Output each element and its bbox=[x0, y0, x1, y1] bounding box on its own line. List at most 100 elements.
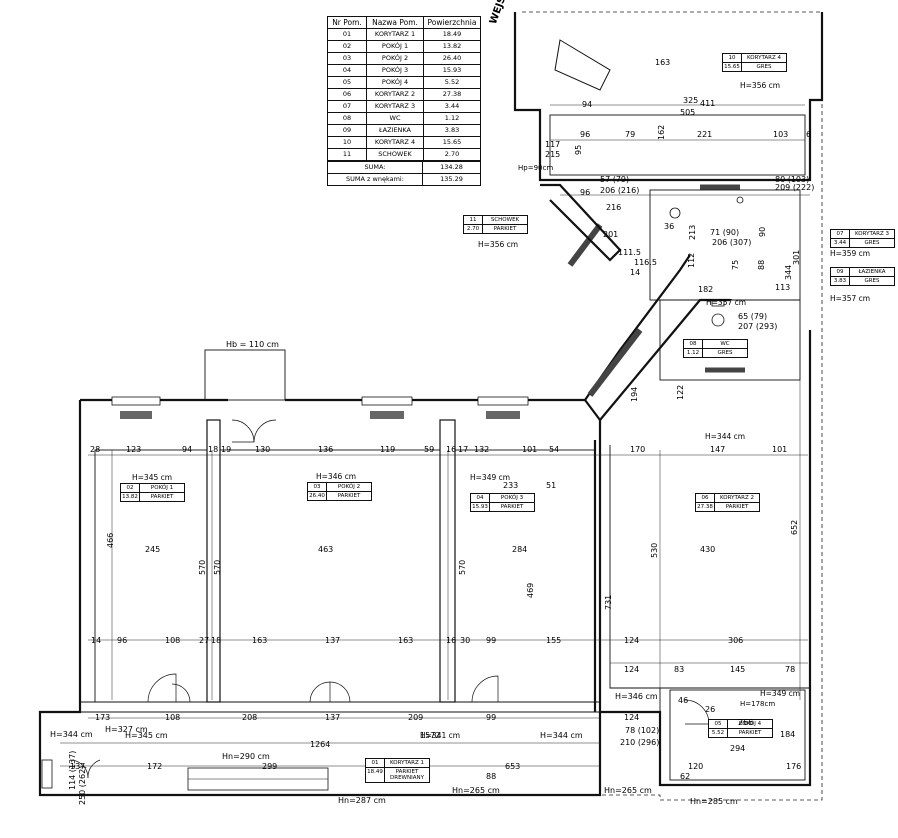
room-height-04: H=349 cm bbox=[470, 473, 511, 482]
dim-label: 94 bbox=[582, 100, 593, 109]
h-hp-90: Hp=90cm bbox=[518, 164, 554, 172]
left-wing-outer-wall bbox=[38, 400, 602, 797]
cell-nr: 07 bbox=[328, 101, 367, 112]
cell-name: POKÓJ 4 bbox=[367, 77, 424, 88]
room-floor: GRES bbox=[717, 350, 733, 356]
room-nr: 08 bbox=[684, 340, 703, 348]
dim-label: 57 (79) bbox=[600, 175, 630, 184]
dim-label: 570 bbox=[198, 559, 207, 575]
room-area: 26.40 bbox=[308, 492, 327, 500]
dim-label: 122 bbox=[676, 384, 685, 400]
cell-area: 15.93 bbox=[442, 66, 462, 74]
room-floor: PARKIET bbox=[738, 730, 762, 736]
h-left-corridor: H=344 cm bbox=[50, 730, 93, 739]
cell-nr: 08 bbox=[328, 113, 367, 124]
dim-label: 30 bbox=[460, 636, 471, 645]
dim-label: 570 bbox=[458, 559, 467, 575]
room-name: POKÓJ 4 bbox=[738, 721, 762, 727]
dim-label: 233 bbox=[503, 481, 519, 490]
cell-nr: 06 bbox=[328, 89, 367, 100]
room-name: KORYTARZ 3 bbox=[855, 231, 889, 237]
sink-icon bbox=[669, 207, 681, 219]
dim-label: 463 bbox=[318, 545, 334, 554]
dim-label: 99 bbox=[486, 713, 497, 722]
room-floor: GRES bbox=[864, 240, 880, 246]
room-height-07: H=359 cm bbox=[830, 249, 871, 258]
dim-label: 1264 bbox=[310, 740, 331, 749]
cell-area: 18.49 bbox=[442, 30, 462, 38]
dim-label: 163 bbox=[398, 636, 414, 645]
dim-label: 27 bbox=[199, 636, 210, 645]
cell-name: KORYTARZ 1 bbox=[367, 29, 424, 40]
room-height-02: H=345 cm bbox=[132, 473, 173, 482]
dim-label: 80 (103) bbox=[775, 175, 810, 184]
dim-label: 162 bbox=[657, 124, 666, 140]
dim-label: 78 bbox=[785, 665, 796, 674]
dim-label: 344 bbox=[784, 264, 793, 280]
room-floor: PARKIET bbox=[500, 504, 524, 510]
dim-label: 101 bbox=[772, 445, 788, 454]
dim-label: 216 bbox=[606, 203, 622, 212]
fixture-icon bbox=[736, 196, 744, 204]
toilet-tank-icon bbox=[711, 299, 725, 307]
dim-label: 65 (79) bbox=[738, 312, 768, 321]
dim-label: 16 bbox=[446, 445, 457, 454]
dim-label: 79 bbox=[625, 130, 636, 139]
room-nr: 06 bbox=[696, 494, 715, 502]
dim-label: 112 bbox=[687, 252, 696, 268]
dim-label: 208 bbox=[242, 713, 258, 722]
dim-label: 90 bbox=[758, 226, 767, 237]
dim-label: 113 bbox=[775, 283, 791, 292]
dim-label: 108 bbox=[165, 713, 181, 722]
dim-label: 731 bbox=[604, 594, 613, 610]
dim-label: 108 bbox=[165, 636, 181, 645]
dim-label: 215 bbox=[545, 150, 561, 159]
dim-label: 54 bbox=[549, 445, 560, 454]
h-hn-287: Hn=287 cm bbox=[338, 796, 386, 805]
room-name: SCHOWEK bbox=[490, 217, 520, 223]
dim-label: 652 bbox=[790, 519, 799, 535]
dim-label: 16 bbox=[446, 636, 457, 645]
dim-label: 94 bbox=[182, 445, 193, 454]
cell-nr: 04 bbox=[328, 65, 367, 76]
dim-label: 163 bbox=[655, 58, 671, 67]
cell-name: KORYTARZ 2 bbox=[367, 89, 424, 100]
kor4-inner bbox=[549, 114, 806, 176]
dim-label: 124 bbox=[624, 636, 640, 645]
room-area: 3.83 bbox=[831, 277, 850, 285]
dim-label: 96 bbox=[580, 188, 591, 197]
h-left-corridor-3: H=345 cm bbox=[125, 731, 168, 740]
dim-label: 59 bbox=[424, 445, 435, 454]
room-05-outline bbox=[669, 689, 806, 781]
h-bottom-mid: H=344 cm bbox=[540, 731, 583, 740]
cell-name: WC bbox=[367, 113, 424, 124]
dimension-lines bbox=[60, 104, 810, 767]
dim-label: 78 (102) bbox=[625, 726, 660, 735]
cell-name: SCHOWEK bbox=[367, 149, 424, 160]
dim-label: 213 bbox=[688, 224, 697, 240]
dim-label: 469 bbox=[526, 582, 535, 598]
dim-label: 117 bbox=[545, 140, 561, 149]
balcony bbox=[204, 349, 286, 401]
dim-label: 570 bbox=[213, 559, 222, 575]
room-area: 3.44 bbox=[831, 239, 850, 247]
room-floor: PARKIET bbox=[725, 504, 749, 510]
cell-area: 3.83 bbox=[444, 126, 460, 134]
dim-label: 201 bbox=[603, 230, 619, 239]
cell-nr: 02 bbox=[328, 41, 367, 52]
room-nr: 07 bbox=[831, 230, 850, 238]
suma-wneki-label: SUMA z wnękami: bbox=[328, 174, 423, 185]
dim-label: 26 bbox=[705, 705, 716, 714]
room-name: POKÓJ 1 bbox=[150, 485, 174, 491]
dim-label: 88 bbox=[757, 259, 766, 270]
dim-label: 294 bbox=[730, 744, 746, 753]
room-label-07: 07 KORYTARZ 3 3.44 GRES bbox=[830, 229, 895, 248]
